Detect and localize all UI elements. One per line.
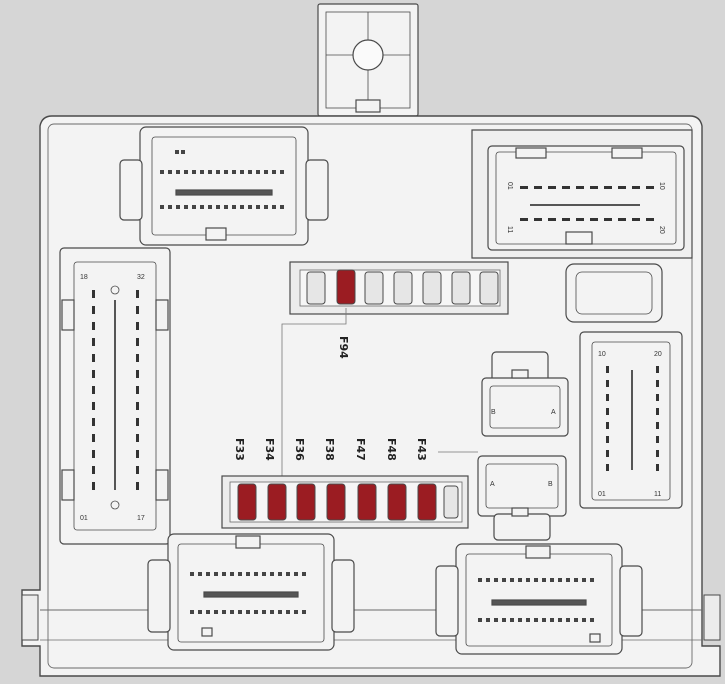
fuse-f33 — [237, 483, 257, 521]
label-f33: F33 — [233, 438, 246, 461]
label-f47: F47 — [354, 438, 367, 461]
fuse-slot-top-6 — [451, 271, 471, 305]
tr-pin-bottom-right: 20 — [658, 226, 665, 234]
right-pin-bottom-right: 11 — [654, 491, 661, 498]
left-pin-bottom-left: 01 — [80, 515, 88, 522]
label-f48: F48 — [385, 438, 398, 461]
connector-left: 18 32 01 17 — [59, 247, 171, 545]
right-pin-bottom-left: 01 — [598, 491, 606, 498]
relay-upper-pin-right: A — [551, 409, 556, 416]
right-pin-top-left: 10 — [598, 351, 606, 358]
connector-top-left — [119, 126, 329, 246]
label-f43: F43 — [415, 438, 428, 461]
fuse-f48 — [387, 483, 407, 521]
relay-lower-pin-right: B — [548, 481, 553, 488]
fuse-slot-bottom-8 — [443, 485, 459, 519]
fuse-f34 — [267, 483, 287, 521]
tr-pin-bottom-left: 11 — [506, 226, 513, 233]
relay-lower-pin-left: A — [490, 481, 495, 488]
fuse-row-top — [289, 261, 509, 315]
connector-top-right: 01 10 11 20 — [471, 129, 693, 259]
fuse-f94 — [336, 269, 356, 305]
fuse-f47 — [357, 483, 377, 521]
leader-lines — [281, 308, 478, 478]
left-pin-top-left: 18 — [80, 274, 88, 281]
connector-bottom-left — [147, 533, 355, 651]
left-pin-bottom-right: 17 — [137, 515, 145, 522]
fuse-slot-top-4 — [393, 271, 413, 305]
fuse-f43 — [417, 483, 437, 521]
label-f94: F94 — [337, 336, 350, 359]
top-mounting-tab — [317, 3, 419, 117]
label-f36: F36 — [293, 438, 306, 461]
fuse-slot-top-7 — [479, 271, 499, 305]
connector-right: 10 20 01 11 — [579, 331, 683, 509]
connector-bottom-right — [435, 543, 643, 655]
fuse-row-bottom — [221, 475, 469, 529]
fuse-f38 — [326, 483, 346, 521]
relay-lower: A B — [477, 455, 567, 541]
blank-cover — [565, 263, 663, 323]
fuse-slot-top-3 — [364, 271, 384, 305]
tr-pin-top-left: 01 — [506, 182, 513, 190]
left-pin-top-right: 32 — [137, 274, 145, 281]
label-f38: F38 — [323, 438, 336, 461]
fuse-slot-top-1 — [306, 271, 326, 305]
tr-pin-top-right: 10 — [658, 182, 665, 190]
label-f34: F34 — [263, 438, 276, 461]
relay-upper: B A — [481, 351, 569, 437]
fuse-slot-top-5 — [422, 271, 442, 305]
right-pin-top-right: 20 — [654, 351, 662, 358]
fuse-f36 — [296, 483, 316, 521]
relay-upper-pin-left: B — [491, 409, 496, 416]
